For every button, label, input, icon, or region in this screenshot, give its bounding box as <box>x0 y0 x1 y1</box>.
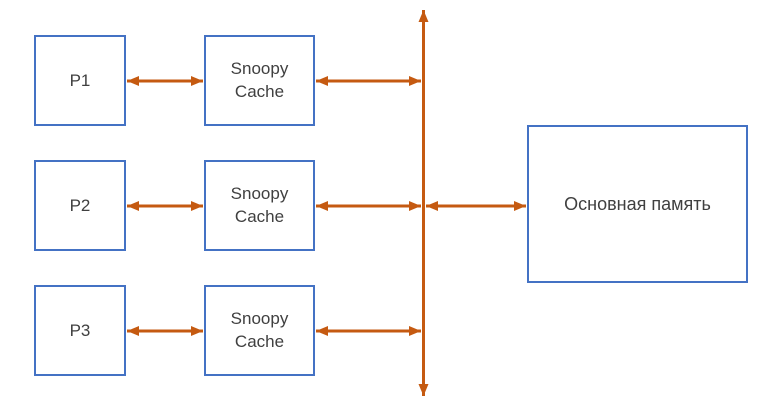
node-label: P1 <box>69 70 91 90</box>
node-p3: P3 <box>34 285 126 376</box>
node-snoopy-cache-3: Snoopy Cache <box>204 285 315 376</box>
node-snoopy-cache-1: Snoopy Cache <box>204 35 315 126</box>
node-label: P3 <box>69 320 91 340</box>
node-p2: P2 <box>34 160 126 251</box>
node-label: P2 <box>69 195 91 215</box>
node-label: Snoopy Cache <box>230 308 289 351</box>
node-label: Основная память <box>564 193 711 214</box>
node-label: Snoopy Cache <box>230 183 289 226</box>
node-label: Snoopy Cache <box>230 58 289 101</box>
node-p1: P1 <box>34 35 126 126</box>
node-main-memory: Основная память <box>527 125 748 283</box>
node-snoopy-cache-2: Snoopy Cache <box>204 160 315 251</box>
